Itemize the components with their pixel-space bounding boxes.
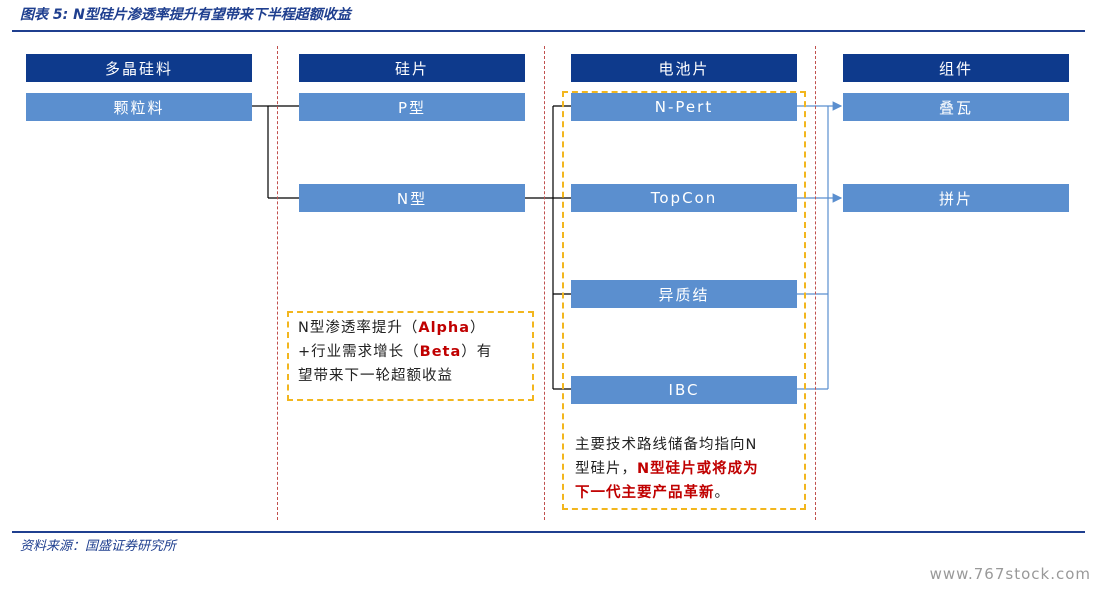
- note-left: N型渗透率提升（Alpha） +行业需求增长（Beta）有 望带来下一轮超额收益: [298, 320, 493, 384]
- watermark: www.767stock.com: [929, 565, 1091, 583]
- box-n-type-wafer: N型: [299, 184, 525, 212]
- divider-3: [815, 46, 816, 520]
- box-n-pert: N-Pert: [571, 93, 797, 121]
- note-right: 主要技术路线储备均指向N 型硅片，N型硅片或将成为 下一代主要产品革新。: [575, 437, 759, 501]
- divider-2: [544, 46, 545, 520]
- source-note: 资料来源：国盛证券研究所: [20, 539, 177, 554]
- header-wafer: 硅片: [299, 54, 525, 82]
- box-tiled: 拼片: [843, 184, 1069, 212]
- divider-1: [277, 46, 278, 520]
- box-topcon: TopCon: [571, 184, 797, 212]
- top-rule: [12, 30, 1085, 32]
- box-p-type-wafer: P型: [299, 93, 525, 121]
- header-module: 组件: [843, 54, 1069, 82]
- box-ibc: IBC: [571, 376, 797, 404]
- box-shingled: 叠瓦: [843, 93, 1069, 121]
- box-granular-silicon: 颗粒料: [26, 93, 252, 121]
- note-left-box: [287, 311, 534, 401]
- bottom-rule: [12, 531, 1085, 533]
- cell-highlight-box: [562, 91, 806, 510]
- box-heterojunction: 异质结: [571, 280, 797, 308]
- header-cell: 电池片: [571, 54, 797, 82]
- figure-title: 图表 5: N型硅片渗透率提升有望带来下半程超额收益: [20, 7, 351, 23]
- header-polysilicon: 多晶硅料: [26, 54, 252, 82]
- poly-to-wafer-connector: [252, 105, 300, 199]
